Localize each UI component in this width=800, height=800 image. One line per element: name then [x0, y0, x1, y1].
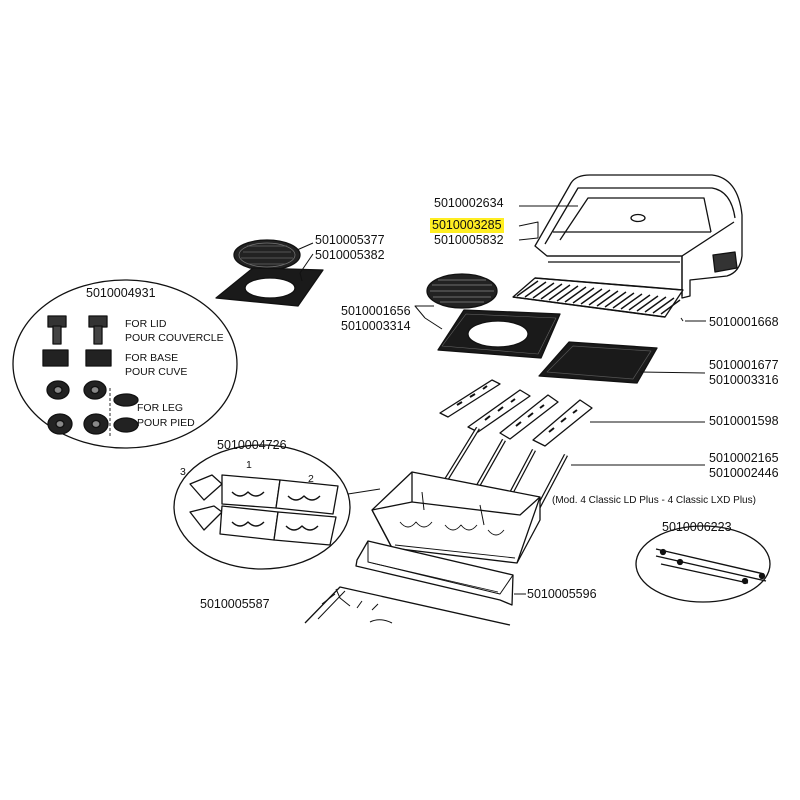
label-bowl-number-3: 3: [180, 466, 186, 478]
feet-kit-circle: [12, 279, 238, 449]
label-frame: 5010005587: [200, 597, 270, 611]
label-for-leg: FOR LEG: [137, 402, 184, 414]
label-round-insert: 5010001656: [341, 304, 411, 318]
label-round-insert-alt: 5010003314: [341, 319, 411, 333]
label-model-note: (Mod. 4 Classic LD Plus - 4 Classic LXD …: [552, 495, 756, 506]
bowl-detail-circle: [173, 444, 351, 570]
square-grid-frame: [215, 267, 324, 307]
label-burners-alt: 5010002446: [709, 466, 779, 480]
label-bowl-detail: 5010004726: [217, 438, 287, 452]
label-lid-highlighted: 5010003285: [430, 218, 504, 233]
label-front-panel: 5010005596: [527, 587, 597, 601]
label-lid-top: 5010002634: [434, 196, 504, 210]
label-burners: 5010002165: [709, 451, 779, 465]
label-lid-alt: 5010005832: [434, 233, 504, 247]
label-for-lid: FOR LID: [125, 318, 167, 330]
cables-circle: [635, 525, 771, 603]
label-warming-rack: 5010001668: [709, 315, 779, 329]
front-panel: [355, 540, 514, 606]
grill-frame: [304, 586, 511, 626]
label-for-base: FOR BASE: [125, 352, 179, 364]
label-cables: 5010006223: [662, 520, 732, 534]
label-bowl-number-2: 2: [308, 473, 314, 485]
small-round-grid: [233, 239, 301, 271]
label-small-round-grid-alt: 5010005382: [315, 248, 385, 262]
round-insert: [426, 273, 498, 309]
warming-rack: [512, 277, 684, 318]
cooking-grid-round-hole: [437, 309, 561, 359]
flavorizer-bars: [439, 379, 593, 447]
label-bowl-number-1: 1: [246, 459, 252, 471]
leader-lines: [296, 205, 706, 605]
label-plancha-alt: 5010003316: [709, 373, 779, 387]
plancha-plate: [538, 341, 658, 384]
label-flavorizer: 5010001598: [709, 414, 779, 428]
label-pour-cuve: POUR CUVE: [125, 366, 188, 378]
label-pour-couvercle: POUR COUVERCLE: [125, 332, 224, 344]
label-pour-pied: POUR PIED: [137, 417, 195, 429]
label-small-round-grid: 5010005377: [315, 233, 385, 247]
label-feet-kit: 5010004931: [86, 286, 156, 300]
firebox: [371, 471, 541, 564]
label-plancha: 5010001677: [709, 358, 779, 372]
grill-lid: [534, 174, 743, 299]
